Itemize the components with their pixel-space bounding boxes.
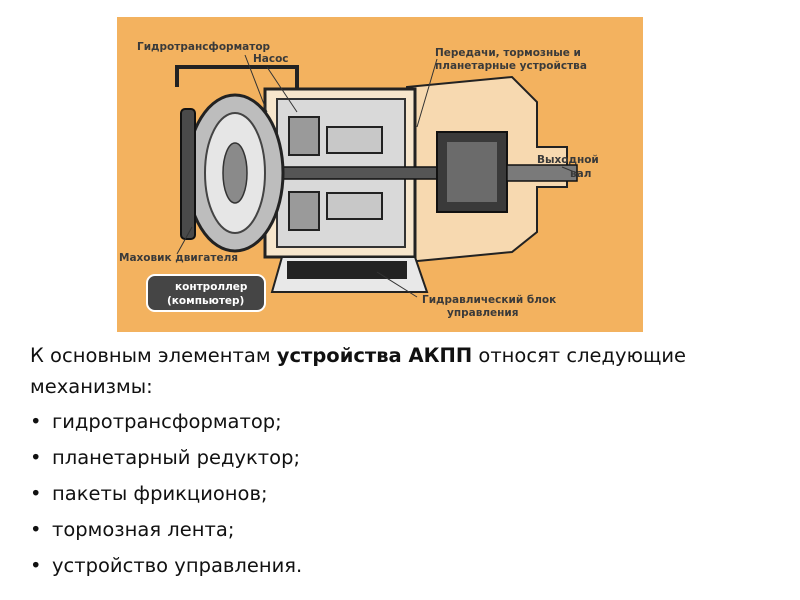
planetary-gear-inner — [447, 142, 497, 202]
label-hydraulic-line1: Гидравлический блок — [422, 294, 556, 306]
label-torque-converter: Гидротрансформатор — [137, 41, 271, 53]
intro-prefix: К основным элементам — [30, 344, 277, 367]
label-output-shaft-line1: Выходной — [537, 154, 599, 166]
leader-gears — [416, 58, 438, 128]
leader-output-shaft — [561, 166, 578, 174]
label-gears-line2: планетарные устройства — [435, 60, 587, 72]
leader-flywheel — [176, 226, 193, 255]
hydraulic-line — [175, 65, 299, 89]
planetary-set-bottom — [326, 192, 383, 220]
list-item: гидротрансформатор; — [30, 404, 770, 440]
list-item: устройство управления. — [30, 548, 770, 584]
slide-body: К основным элементам устройства АКПП отн… — [30, 340, 770, 584]
planetary-set-top — [326, 126, 383, 154]
label-flywheel: Маховик двигателя — [119, 252, 238, 264]
transmission-illustration: Гидротрансформатор Насос Передачи, тормо… — [117, 17, 643, 332]
label-hydraulic-line2: управления — [447, 307, 519, 319]
valve-block — [287, 261, 407, 279]
leader-pump — [266, 66, 298, 113]
engine-flywheel — [180, 108, 196, 240]
label-controller-line1: контроллер — [175, 281, 248, 293]
label-controller-line2: (компьютер) — [167, 295, 244, 307]
leader-hydraulic-block — [376, 271, 418, 298]
output-shaft — [506, 164, 578, 182]
leader-torque-converter — [244, 54, 268, 113]
clutch-pack-bottom — [288, 191, 320, 231]
torque-converter-core — [222, 142, 248, 204]
label-pump: Насос — [253, 53, 289, 65]
intro-bold: устройства АКПП — [276, 344, 473, 367]
list-item: тормозная лента; — [30, 512, 770, 548]
list-item: пакеты фрикционов; — [30, 476, 770, 512]
label-output-shaft-line2: вал — [570, 168, 591, 180]
mechanism-list: гидротрансформатор; планетарный редуктор… — [30, 404, 770, 584]
transmission-diagram: Гидротрансформатор Насос Передачи, тормо… — [117, 17, 643, 332]
list-item: планетарный редуктор; — [30, 440, 770, 476]
controller-box — [146, 274, 266, 312]
label-gears-line1: Передачи, тормозные и — [435, 47, 581, 59]
intro-paragraph: К основным элементам устройства АКПП отн… — [30, 340, 770, 402]
clutch-pack-top — [288, 116, 320, 156]
intro-suffix: относят следующие механизмы: — [30, 344, 687, 398]
